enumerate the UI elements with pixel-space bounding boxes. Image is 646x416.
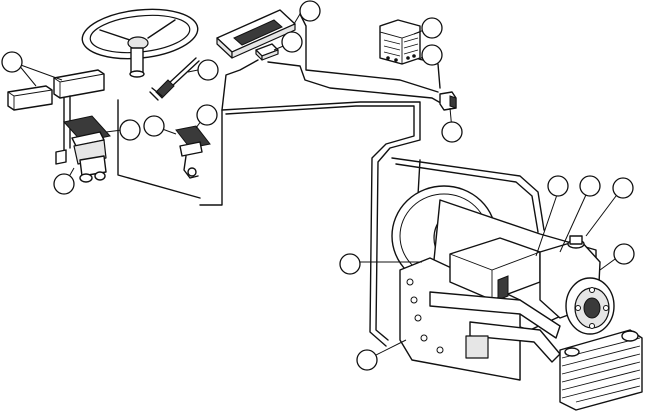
callout-8	[53, 173, 75, 195]
callout-1	[1, 51, 23, 73]
wiring-harness	[117, 13, 545, 347]
range-selector-switch	[255, 43, 279, 61]
callout-4	[197, 59, 219, 81]
callout-3	[281, 31, 303, 53]
callout-2	[299, 0, 321, 22]
callout-11	[441, 121, 463, 143]
steering-wheel	[81, 8, 199, 78]
callout-15	[579, 175, 601, 197]
shift-display	[216, 9, 296, 59]
output-flange	[565, 277, 615, 335]
electronic-control-unit	[379, 19, 421, 65]
callout-6	[143, 115, 165, 137]
callout-14	[547, 175, 569, 197]
harness-connector	[7, 69, 105, 151]
oil-cooler	[559, 329, 643, 411]
brake-valve	[55, 115, 111, 183]
callout-7	[196, 104, 218, 126]
callout-13	[356, 349, 378, 371]
callout-10	[421, 44, 443, 66]
accelerator-pedal	[175, 125, 211, 179]
connector-plug	[439, 91, 457, 111]
gear-selector-lever	[149, 57, 200, 101]
callout-circles	[1, 0, 635, 371]
callout-12	[339, 253, 361, 275]
callout-9	[421, 17, 443, 39]
callout-16	[612, 177, 634, 199]
callout-5	[119, 119, 141, 141]
callout-17	[613, 243, 635, 265]
